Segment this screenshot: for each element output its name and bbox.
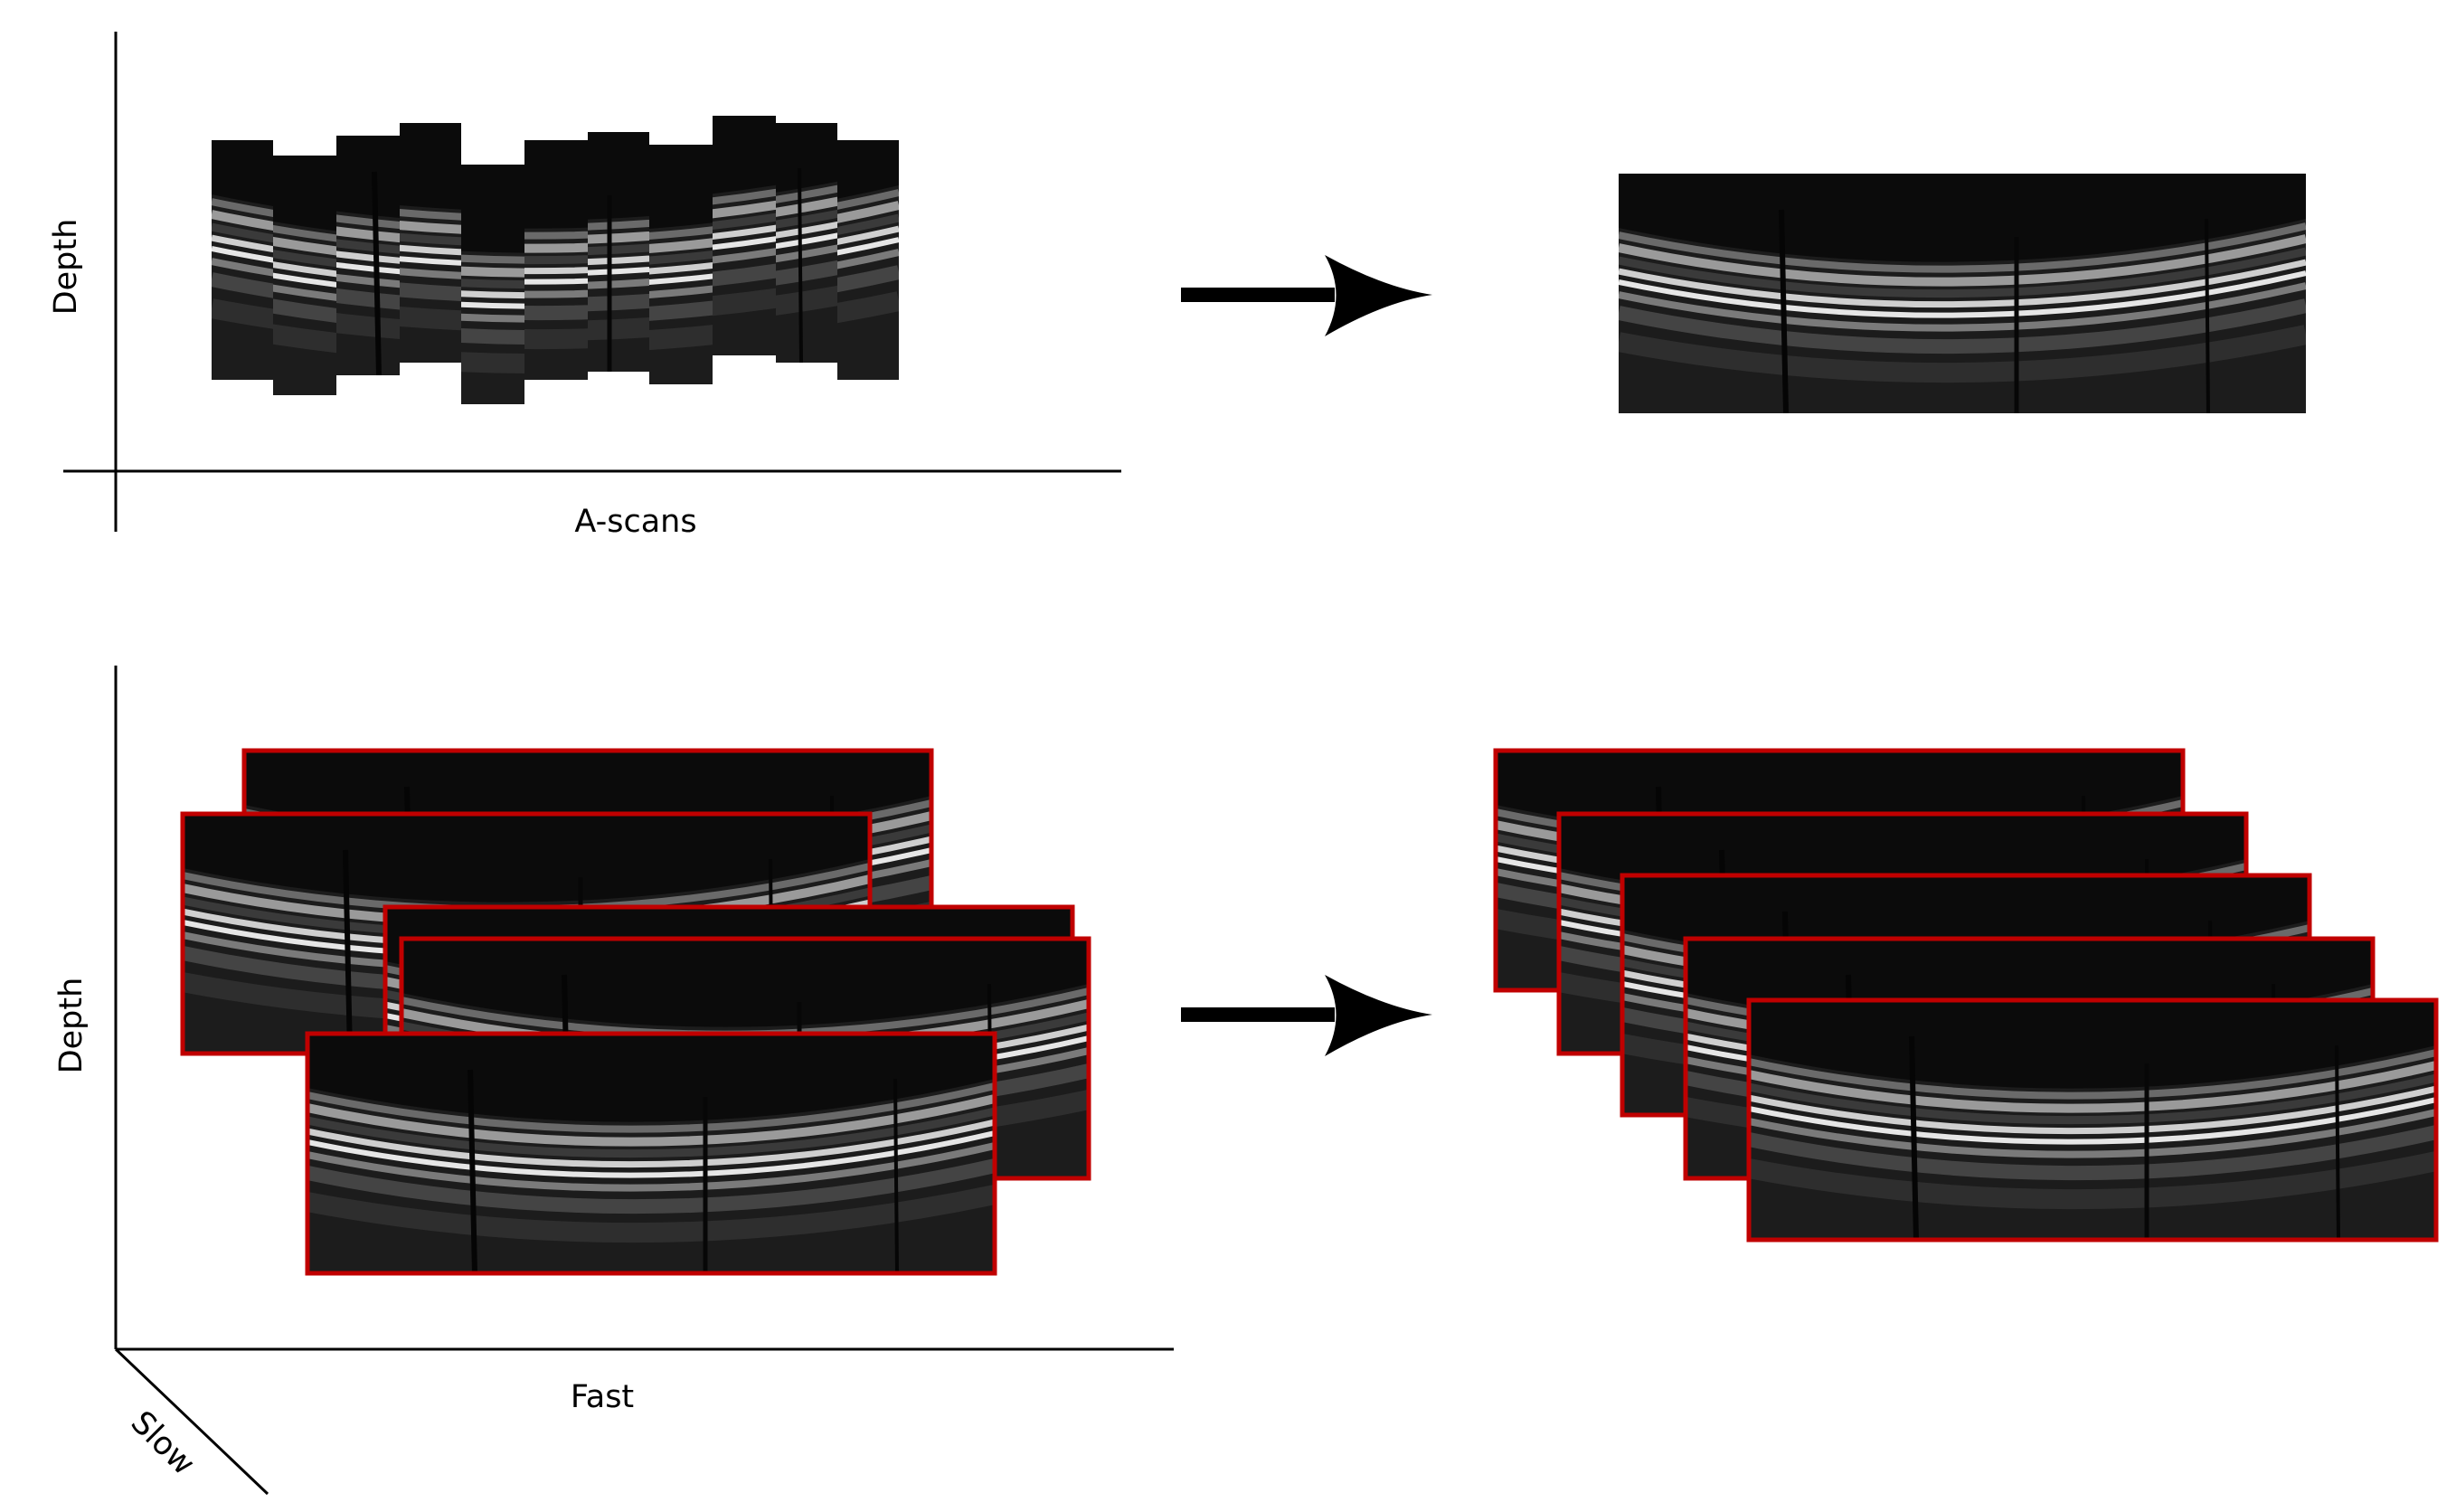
aligned-bscan-stack xyxy=(1493,748,2439,1243)
bottom-right-arrow xyxy=(1181,975,1432,1056)
top-x-axis-label: A-scans xyxy=(574,504,696,540)
top-panel: Depth A-scans xyxy=(48,32,2306,540)
bscan-frame xyxy=(305,1031,997,1276)
bottom-slow-axis-label: Slow xyxy=(124,1404,202,1482)
bottom-slow-axis xyxy=(114,1347,269,1496)
misaligned-bscan-stack xyxy=(180,748,1091,1276)
bottom-depth-axis-label: Depth xyxy=(53,978,90,1074)
corrected-bscan xyxy=(1619,174,2306,413)
top-y-axis-label: Depth xyxy=(48,219,84,316)
bottom-fast-axis-label: Fast xyxy=(571,1379,634,1415)
bscan-frame xyxy=(1746,997,2439,1243)
bottom-panel: Depth Fast Slow xyxy=(53,666,2439,1496)
top-right-arrow xyxy=(1181,255,1432,336)
misaligned-ascan-strips xyxy=(212,116,899,404)
